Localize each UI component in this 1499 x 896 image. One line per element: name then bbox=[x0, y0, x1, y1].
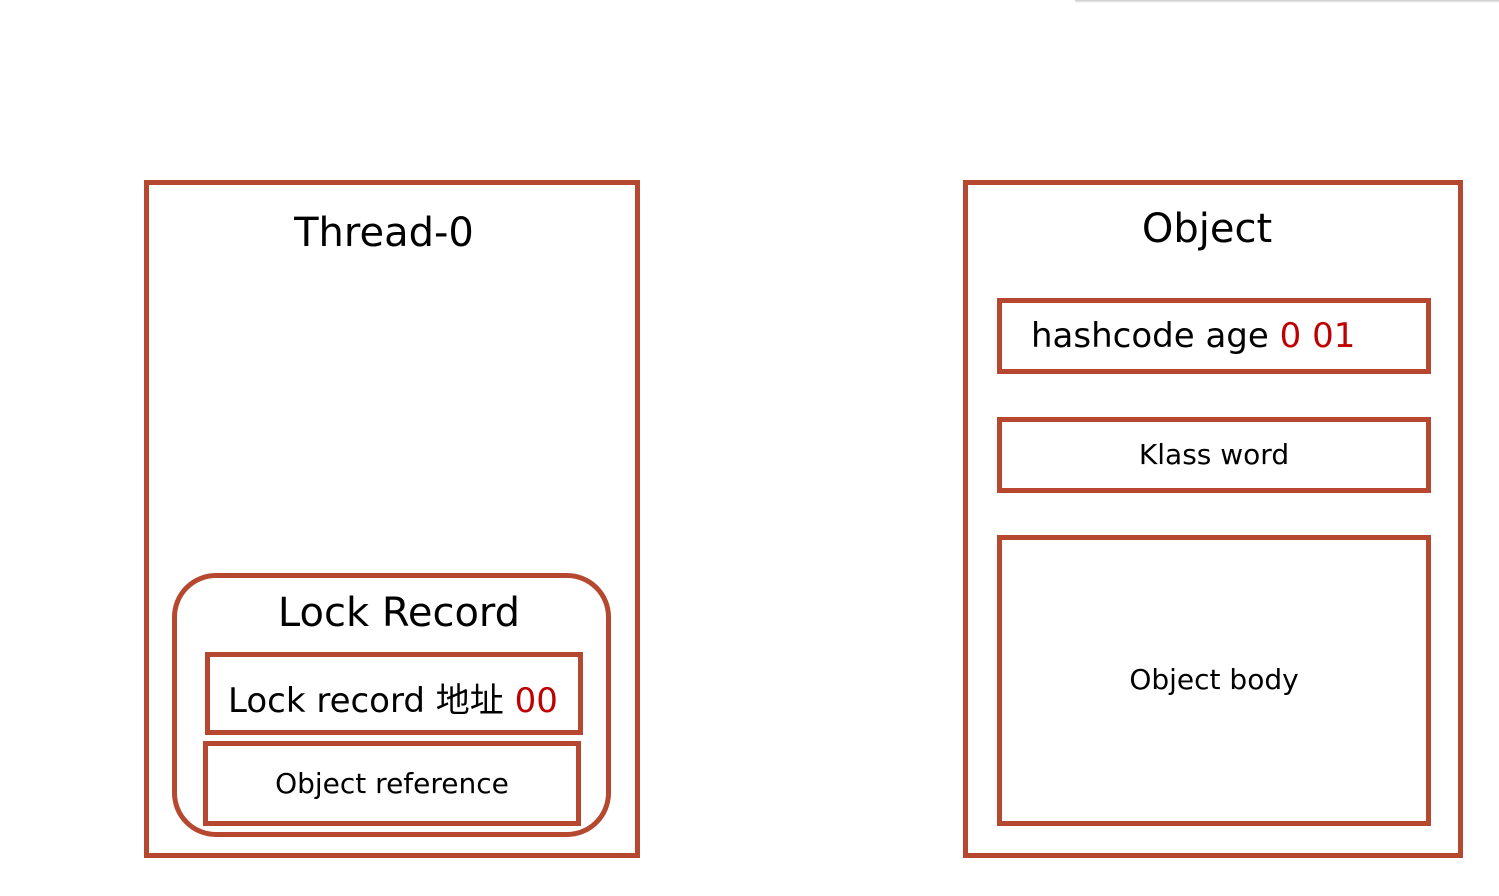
object-reference-label: Object reference bbox=[275, 767, 509, 800]
object-panel bbox=[963, 180, 1463, 858]
object-title: Object bbox=[1141, 206, 1273, 252]
thread-title: Thread-0 bbox=[294, 210, 474, 256]
lock-record-address-bits: 00 bbox=[514, 681, 558, 721]
mark-word-lock-bits: 01 bbox=[1312, 316, 1356, 356]
object-reference-box bbox=[203, 741, 581, 826]
klass-word-label: Klass word bbox=[1138, 438, 1290, 471]
lock-record-container bbox=[172, 573, 611, 837]
lock-record-address-box bbox=[205, 652, 583, 735]
mark-word: hashcode age 0 01 bbox=[1031, 316, 1355, 356]
klass-word-box bbox=[997, 417, 1431, 493]
mark-word-biased-bit: 0 bbox=[1279, 316, 1302, 356]
lock-record-address: Lock record 地址 00 bbox=[228, 673, 558, 722]
object-body-box bbox=[997, 535, 1431, 826]
window-edge-shadow bbox=[1075, 0, 1499, 3]
thread-panel bbox=[144, 180, 640, 858]
lock-record-title: Lock Record bbox=[277, 590, 521, 636]
mark-word-box bbox=[997, 298, 1431, 374]
mark-word-label: hashcode age bbox=[1031, 316, 1269, 356]
object-body-label: Object body bbox=[1129, 663, 1299, 696]
lock-record-address-label: Lock record 地址 bbox=[228, 681, 504, 721]
